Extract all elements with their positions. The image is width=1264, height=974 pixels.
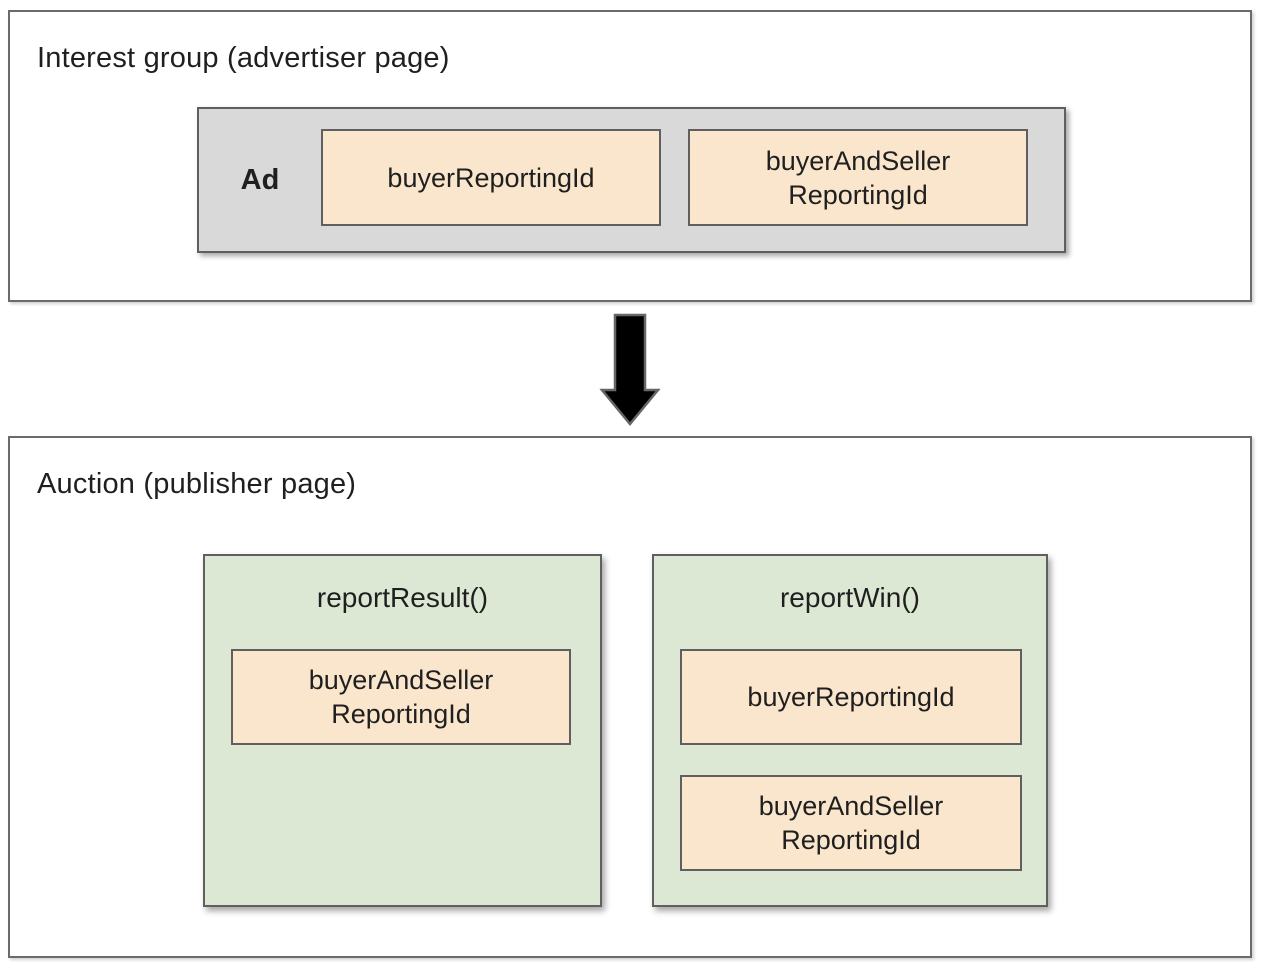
field-buyer-reporting-id: buyerReportingId: [680, 649, 1022, 745]
interest-group-box: Interest group (advertiser page) Ad buye…: [8, 10, 1252, 302]
report-win-name: reportWin(): [779, 582, 920, 613]
report-result-name: reportResult(): [316, 582, 489, 613]
ad-label: Ad: [240, 163, 280, 196]
field-buyer-reporting-id: buyerReportingId: [321, 129, 661, 226]
auction-title: Auction (publisher page): [37, 468, 357, 500]
flow-down-arrow-icon: [595, 310, 665, 430]
interest-group-title: Interest group (advertiser page): [37, 42, 450, 74]
report-win-box: reportWin() buyerReportingId buyerAndSel…: [652, 554, 1048, 907]
field-buyer-and-seller-reporting-id: buyerAndSeller ReportingId: [231, 649, 571, 745]
auction-box: Auction (publisher page) reportResult() …: [8, 436, 1252, 958]
report-result-box: reportResult() buyerAndSeller ReportingI…: [203, 554, 602, 907]
field-buyer-and-seller-reporting-id: buyerAndSeller ReportingId: [688, 129, 1028, 226]
field-buyer-and-seller-reporting-id: buyerAndSeller ReportingId: [680, 775, 1022, 871]
ad-box: Ad buyerReportingId buyerAndSeller Repor…: [197, 107, 1066, 253]
